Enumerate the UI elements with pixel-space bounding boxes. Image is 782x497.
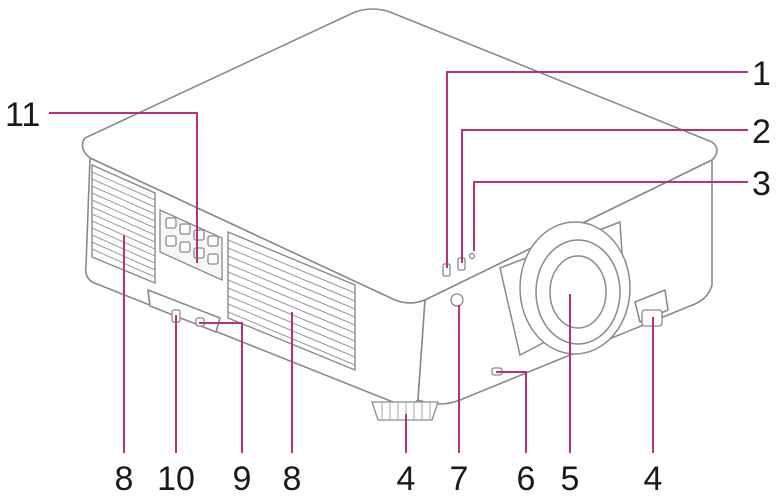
panel-button: [193, 229, 205, 241]
callout-4-front: 4: [397, 460, 416, 497]
remote-sensor: [450, 293, 464, 307]
panel-button: [207, 253, 219, 265]
callout-7: 7: [450, 460, 469, 497]
indicators: [442, 252, 476, 307]
projector-body: [81, 8, 718, 407]
lens-area: [499, 220, 631, 357]
panel-button: [165, 217, 177, 229]
callout-3: 3: [752, 165, 771, 203]
callout-8-left: 8: [115, 460, 134, 497]
control-panel: [159, 208, 223, 282]
lens-glass: [549, 255, 607, 329]
leader-6: [496, 371, 527, 453]
callout-5: 5: [561, 460, 580, 497]
sensor-dot: [468, 252, 476, 260]
panel-button: [179, 241, 191, 253]
callout-11: 11: [5, 96, 40, 134]
callout-8-front: 8: [283, 460, 302, 497]
panel-button: [207, 235, 219, 247]
leader-11: [49, 112, 198, 263]
callout-numbers: 1 2 3 11 8 10 9 8 4 7 6 5 4: [5, 55, 771, 497]
feet: [171, 309, 663, 421]
front-foot: [371, 401, 439, 421]
callout-9: 9: [233, 460, 252, 497]
leader-3: [473, 181, 748, 251]
panel-button: [165, 235, 177, 247]
callout-1: 1: [752, 55, 771, 93]
callout-10: 10: [157, 460, 195, 497]
leader-2: [461, 129, 748, 263]
callout-4-right: 4: [644, 460, 663, 497]
leader-9: [199, 322, 243, 453]
panel-button: [193, 247, 205, 259]
leader-1: [446, 71, 748, 268]
leader-lines: [49, 71, 748, 453]
panel-button: [179, 223, 191, 235]
callout-2: 2: [752, 113, 771, 151]
callout-6: 6: [517, 460, 536, 497]
front-vent: [227, 230, 356, 372]
